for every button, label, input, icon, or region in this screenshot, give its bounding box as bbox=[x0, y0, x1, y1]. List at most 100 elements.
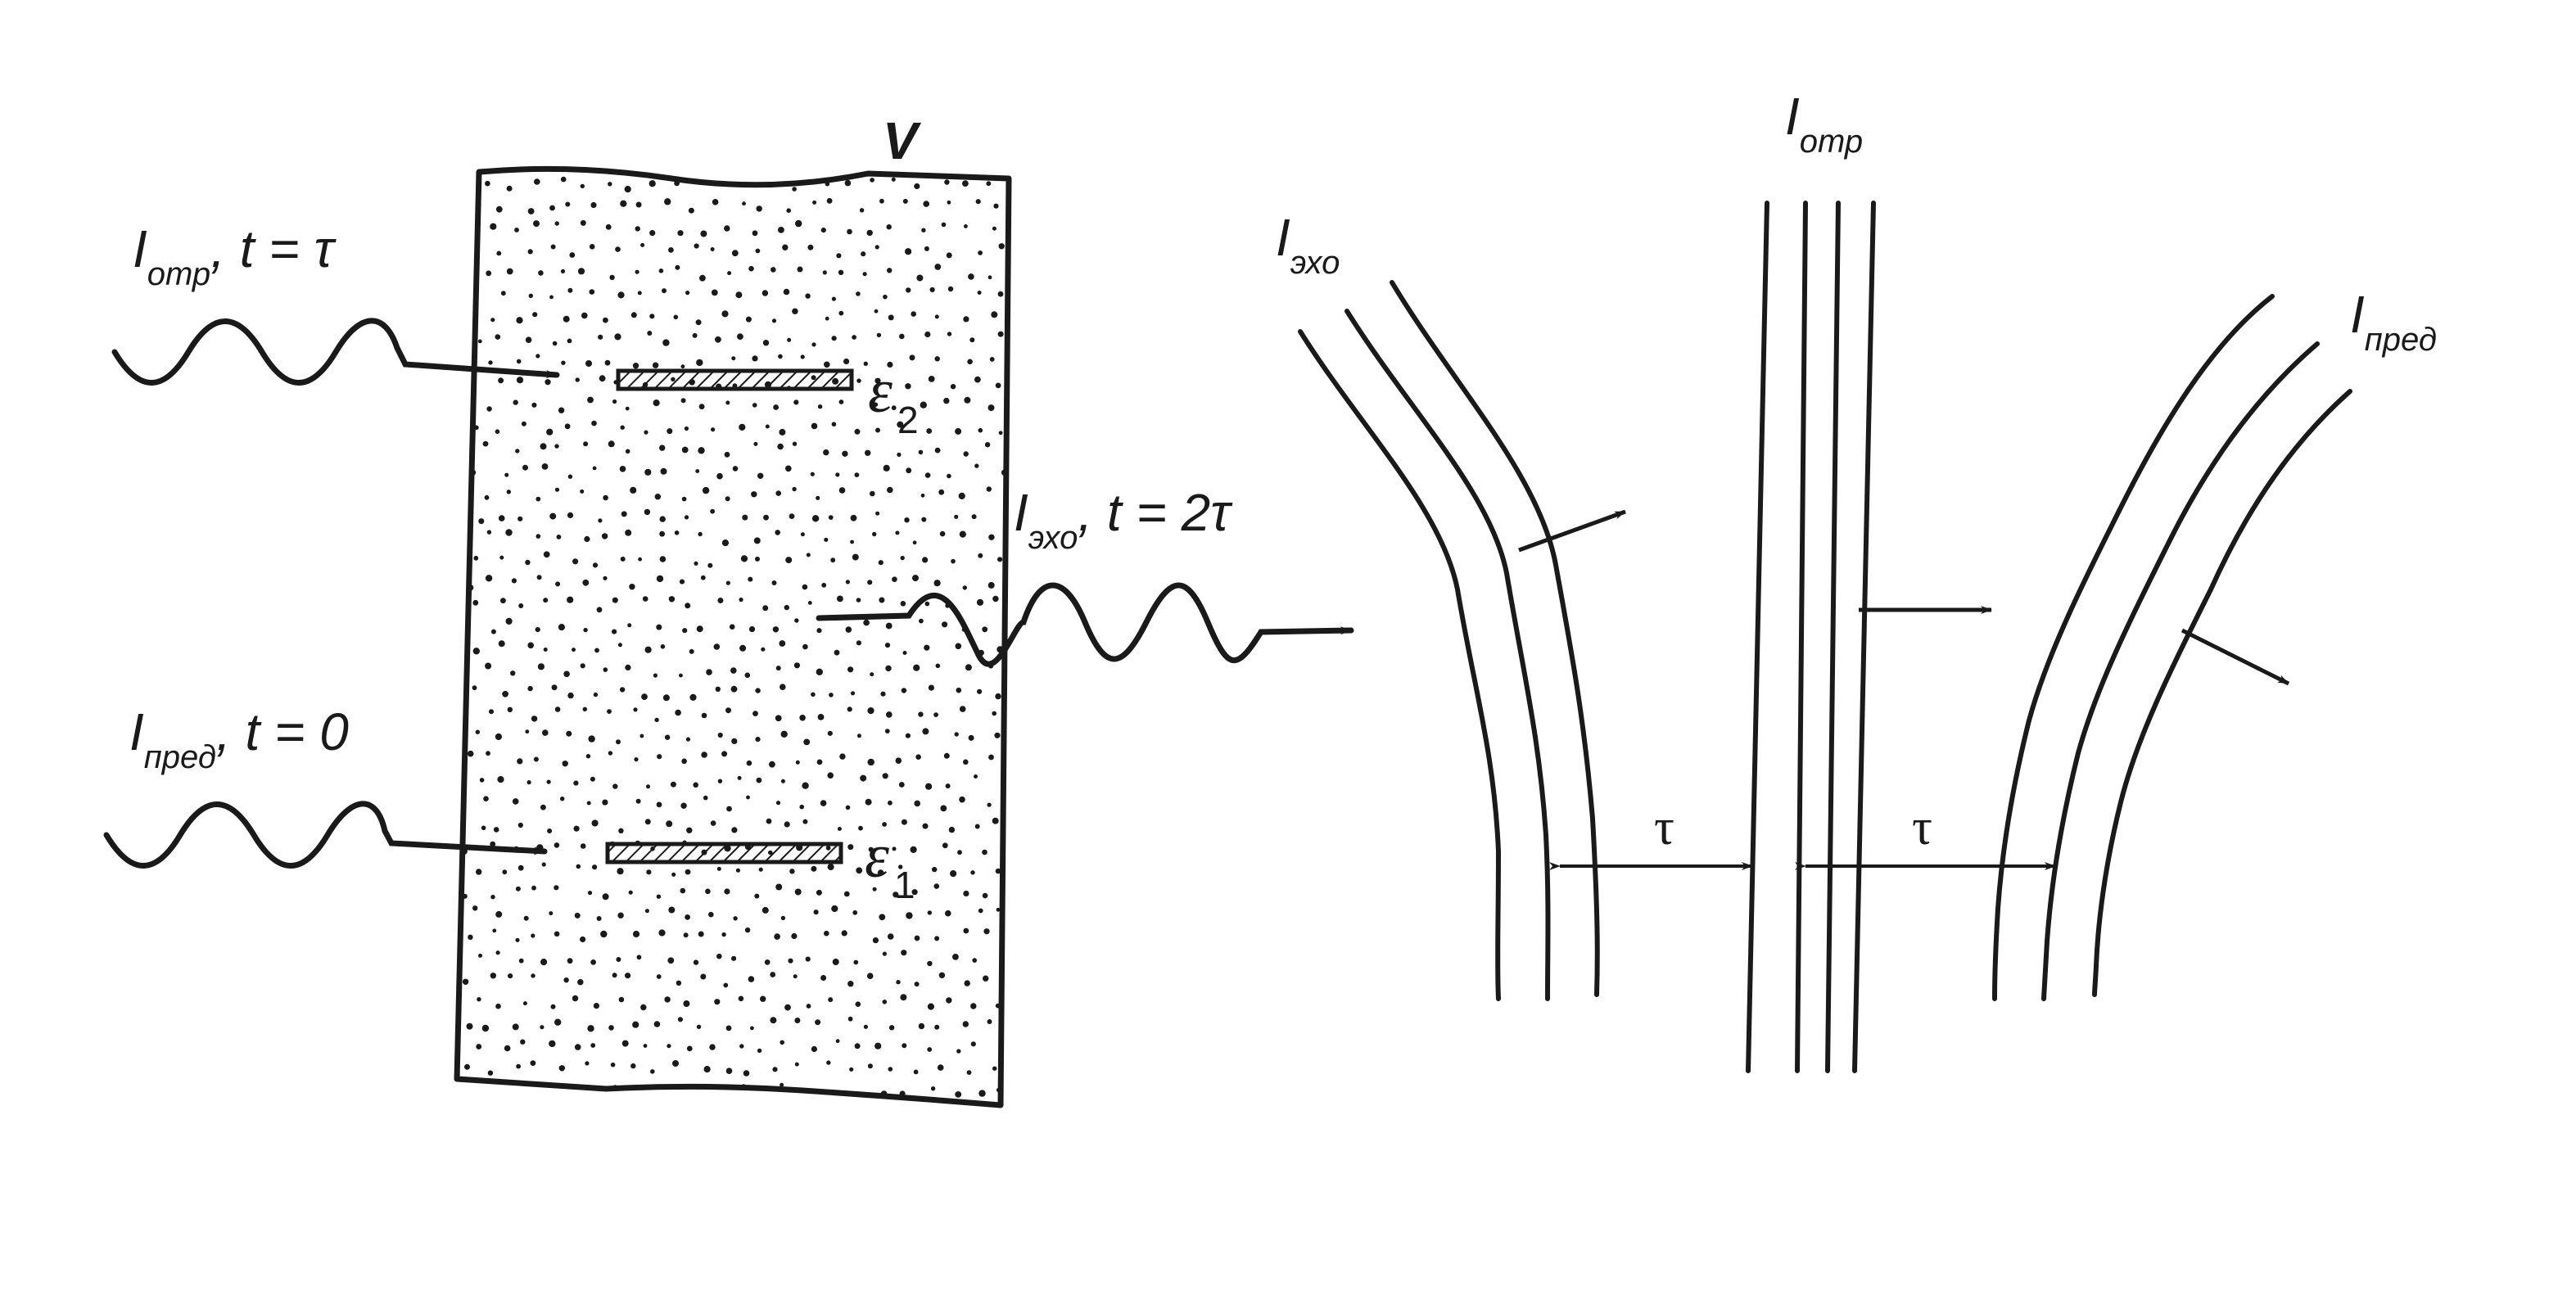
stipple-dot bbox=[527, 642, 534, 649]
stipple-dot bbox=[630, 312, 637, 318]
volume-label: V bbox=[883, 115, 918, 167]
stipple-dot bbox=[505, 529, 513, 536]
stipple-dot bbox=[784, 1004, 791, 1011]
stipple-dot bbox=[877, 869, 884, 876]
stipple-dot bbox=[839, 753, 846, 760]
stipple-dot bbox=[935, 663, 941, 669]
stipple-dot bbox=[608, 182, 612, 187]
stipple-dot bbox=[835, 1039, 840, 1044]
stipple-dot bbox=[689, 648, 694, 654]
stipple-dot bbox=[739, 644, 747, 652]
stipple-dot bbox=[585, 1061, 590, 1066]
stipple-dot bbox=[769, 761, 775, 768]
stipple-dot bbox=[532, 312, 538, 318]
stipple-dot bbox=[933, 580, 941, 587]
preliminary-front-subscript: пред bbox=[2364, 322, 2437, 358]
stipple-dot bbox=[824, 361, 830, 368]
stipple-dot bbox=[883, 294, 888, 300]
stipple-dot bbox=[667, 428, 673, 435]
stipple-dot bbox=[739, 423, 746, 431]
stipple-dot bbox=[525, 729, 530, 734]
stipple-dot bbox=[554, 842, 560, 848]
stipple-dot bbox=[994, 732, 1001, 738]
stipple-dot bbox=[938, 972, 946, 979]
reference-wave bbox=[111, 318, 560, 386]
stipple-dot bbox=[794, 1062, 799, 1067]
stipple-dot bbox=[828, 997, 834, 1003]
stipple-dot bbox=[740, 555, 748, 562]
stipple-dot bbox=[609, 274, 615, 281]
stipple-dot bbox=[976, 598, 984, 606]
stipple-dot bbox=[610, 1062, 616, 1068]
stipple-dot bbox=[977, 291, 982, 295]
stipple-dot bbox=[849, 1067, 854, 1072]
stipple-dot bbox=[824, 930, 829, 937]
stipple-dot bbox=[551, 684, 558, 691]
stipple-dot bbox=[573, 780, 579, 786]
stipple-dot bbox=[856, 640, 861, 646]
stipple-dot bbox=[884, 729, 890, 734]
stipple-dot bbox=[766, 818, 772, 824]
stipple-dot bbox=[770, 972, 776, 977]
stipple-dot bbox=[905, 383, 911, 390]
stipple-dot bbox=[752, 711, 758, 716]
stipple-dot bbox=[628, 890, 633, 895]
stipple-dot bbox=[920, 401, 928, 409]
stipple-dot bbox=[816, 759, 823, 765]
stipple-dot bbox=[739, 597, 743, 603]
stipple-dot bbox=[763, 514, 769, 521]
stipple-dot bbox=[660, 644, 666, 649]
stipple-dot bbox=[686, 1045, 693, 1052]
stipple-dot bbox=[967, 359, 973, 365]
stipple-dot bbox=[549, 512, 557, 520]
stipple-dot bbox=[856, 598, 861, 603]
stipple-dot bbox=[627, 623, 632, 628]
stipple-dot bbox=[921, 517, 927, 522]
stipple-dot bbox=[775, 883, 783, 891]
stipple-dot bbox=[752, 355, 758, 362]
stipple-dot bbox=[558, 407, 565, 413]
stipple-dot bbox=[847, 228, 852, 235]
stipple-dot bbox=[934, 356, 940, 362]
stipple-dot bbox=[895, 530, 900, 535]
stipple-dot bbox=[854, 428, 861, 435]
stipple-dot bbox=[730, 667, 737, 674]
stipple-dot bbox=[992, 1066, 997, 1071]
stipple-dot bbox=[859, 208, 865, 213]
stipple-dot bbox=[874, 309, 879, 314]
stipple-dot bbox=[543, 598, 549, 603]
stipple-dot bbox=[723, 982, 729, 988]
stipple-dot bbox=[937, 1064, 944, 1071]
stipple-dot bbox=[583, 627, 588, 633]
stipple-dot bbox=[969, 337, 975, 343]
stipple-dot bbox=[934, 1024, 940, 1030]
stipple-dot bbox=[992, 226, 997, 231]
stipple-dot bbox=[535, 627, 540, 633]
stipple-dot bbox=[844, 179, 852, 187]
stipple-dot bbox=[852, 553, 859, 561]
stipple-dot bbox=[802, 584, 808, 590]
stipple-dot bbox=[744, 927, 751, 933]
stipple-dot bbox=[974, 463, 979, 468]
stipple-dot bbox=[738, 995, 744, 1002]
stipple-dot bbox=[995, 382, 1001, 389]
stipple-dot bbox=[982, 849, 987, 855]
stipple-dot bbox=[698, 931, 704, 937]
stipple-dot bbox=[459, 404, 466, 412]
stipple-dot bbox=[983, 975, 989, 982]
stipple-dot bbox=[693, 782, 698, 788]
stipple-dot bbox=[514, 228, 519, 232]
stipple-dot bbox=[962, 1021, 969, 1027]
stipple-dot bbox=[815, 1019, 821, 1026]
stipple-dot bbox=[752, 403, 757, 408]
stipple-dot bbox=[580, 843, 586, 849]
stipple-dot bbox=[750, 1026, 754, 1031]
stipple-dot bbox=[874, 245, 879, 250]
stipple-dot bbox=[922, 557, 929, 563]
stipple-dot bbox=[924, 644, 930, 651]
stipple-dot bbox=[906, 287, 911, 293]
stipple-dot bbox=[634, 757, 639, 762]
stipple-dot bbox=[978, 908, 983, 914]
stipple-dot bbox=[762, 605, 769, 612]
stipple-dot bbox=[928, 684, 934, 691]
